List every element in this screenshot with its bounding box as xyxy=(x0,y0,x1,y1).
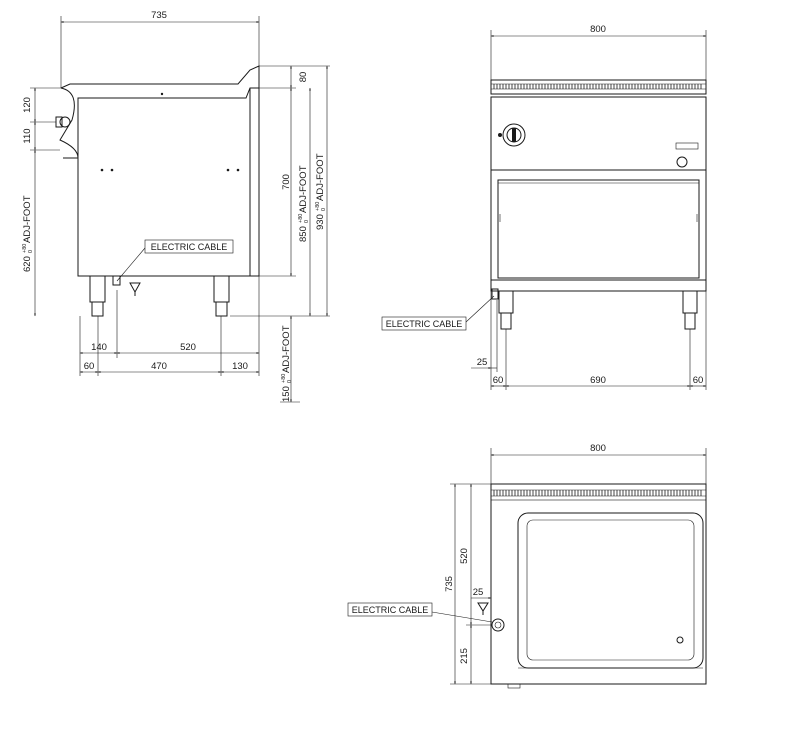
cable-leader xyxy=(431,611,493,623)
dim-label-215: 215 xyxy=(459,648,470,664)
screw-dot xyxy=(100,168,104,172)
cable-gland-inner xyxy=(494,621,502,629)
cooking-plate xyxy=(517,512,704,669)
tolerance-upper: +80 xyxy=(298,214,304,223)
dim-label-690: 690 xyxy=(590,375,606,386)
dim-620-group: 620 +80 0 ADJ-FOOT xyxy=(22,195,34,272)
control-panel xyxy=(490,96,707,171)
dim-label-140: 140 xyxy=(91,342,107,353)
leg-foot xyxy=(215,301,228,317)
dim-label-800: 800 xyxy=(590,443,606,454)
dim-label-735: 735 xyxy=(151,10,167,21)
tolerance-lower: 0 xyxy=(287,380,293,383)
dim-label-850: 850 xyxy=(298,226,309,242)
side-body-outline xyxy=(60,65,260,277)
dim-label-60: 60 xyxy=(84,361,95,372)
leg-upper xyxy=(213,275,230,303)
adj-foot-label: ADJ-FOOT xyxy=(281,325,292,373)
screw-dot xyxy=(110,168,114,172)
ground-symbol-icon xyxy=(129,282,141,296)
cable-leader xyxy=(116,247,146,282)
cable-label: ELECTRIC CABLE xyxy=(386,319,463,329)
top-view: 800 ELECTRIC CABLE 735 520 215 25 xyxy=(347,443,707,689)
knob-icon xyxy=(59,116,71,128)
dim-label-470: 470 xyxy=(151,361,167,372)
cable-leader xyxy=(465,295,495,323)
dim-label-150: 150 xyxy=(281,386,292,402)
side-view: 735 ELECTRIC CABLE 120 110 6 xyxy=(22,10,330,403)
cable-gland-icon xyxy=(491,618,505,632)
front-view: 800 ELECTRIC CABLE xyxy=(381,24,707,390)
cable-stub xyxy=(507,683,521,689)
cable-label: ELECTRIC CABLE xyxy=(352,605,429,615)
tolerance-upper: +80 xyxy=(315,202,321,211)
cooking-plate-inner xyxy=(526,519,695,661)
pilot-lamp-icon xyxy=(676,156,688,168)
dim-label-110: 110 xyxy=(22,128,33,143)
tolerance-upper: +80 xyxy=(281,374,287,383)
leg-upper xyxy=(89,275,106,303)
dim-label-120: 120 xyxy=(22,97,33,113)
dim-label-25: 25 xyxy=(477,357,488,368)
dim-label-930: 930 xyxy=(315,214,326,230)
drain-hole-icon xyxy=(676,636,684,644)
knob-profile xyxy=(59,87,79,159)
cabinet xyxy=(490,169,707,281)
cabinet-door xyxy=(497,179,700,279)
cable-label-box xyxy=(144,239,234,254)
switch-icon xyxy=(675,142,699,150)
leg-foot xyxy=(91,301,104,317)
control-knob-grip xyxy=(512,128,516,142)
adj-foot-label: ADJ-FOOT xyxy=(315,153,326,201)
dim-label-735: 735 xyxy=(444,576,455,592)
leg-upper xyxy=(498,290,514,314)
cable-label: ELECTRIC CABLE xyxy=(151,242,228,252)
cable-connector xyxy=(112,275,121,286)
dim-label-60-left: 60 xyxy=(493,375,504,386)
tolerance-lower: 0 xyxy=(321,208,327,211)
dim-930-group: 930 +80 0 ADJ-FOOT xyxy=(315,153,327,230)
dim-150-group: 150 +80 0 ADJ-FOOT xyxy=(281,325,293,402)
tolerance-lower: 0 xyxy=(304,220,310,223)
dim-label-130: 130 xyxy=(232,361,248,372)
adj-foot-label: ADJ-FOOT xyxy=(298,165,309,213)
cable-label-box xyxy=(381,316,467,331)
leg-upper xyxy=(682,290,698,314)
tolerance-lower: 0 xyxy=(28,250,34,253)
dim-label-520: 520 xyxy=(180,342,196,353)
control-knob-icon xyxy=(502,123,526,147)
tolerance-upper: +80 xyxy=(22,244,28,253)
screw-dot xyxy=(226,168,230,172)
screw-dot xyxy=(160,92,164,96)
dim-label-25: 25 xyxy=(473,587,484,598)
grill-band xyxy=(490,79,707,95)
dim-label-60-right: 60 xyxy=(693,375,704,386)
dim-label-520: 520 xyxy=(459,548,470,564)
dim-850-group: 850 +80 0 ADJ-FOOT xyxy=(298,165,310,242)
ground-symbol-icon xyxy=(477,602,489,615)
dim-label-80: 80 xyxy=(298,72,309,83)
indicator-light-icon xyxy=(498,133,502,137)
leg-foot xyxy=(500,312,512,330)
grill-band xyxy=(490,483,707,501)
cable-connector xyxy=(491,288,499,300)
dim-label-620: 620 xyxy=(22,256,33,272)
base-strip xyxy=(490,279,707,292)
cable-label-box xyxy=(347,602,433,617)
screw-dot xyxy=(236,168,240,172)
leg-foot xyxy=(684,312,696,330)
dim-label-800: 800 xyxy=(590,24,606,35)
dim-label-700: 700 xyxy=(281,174,292,190)
adj-foot-label: ADJ-FOOT xyxy=(22,195,33,243)
